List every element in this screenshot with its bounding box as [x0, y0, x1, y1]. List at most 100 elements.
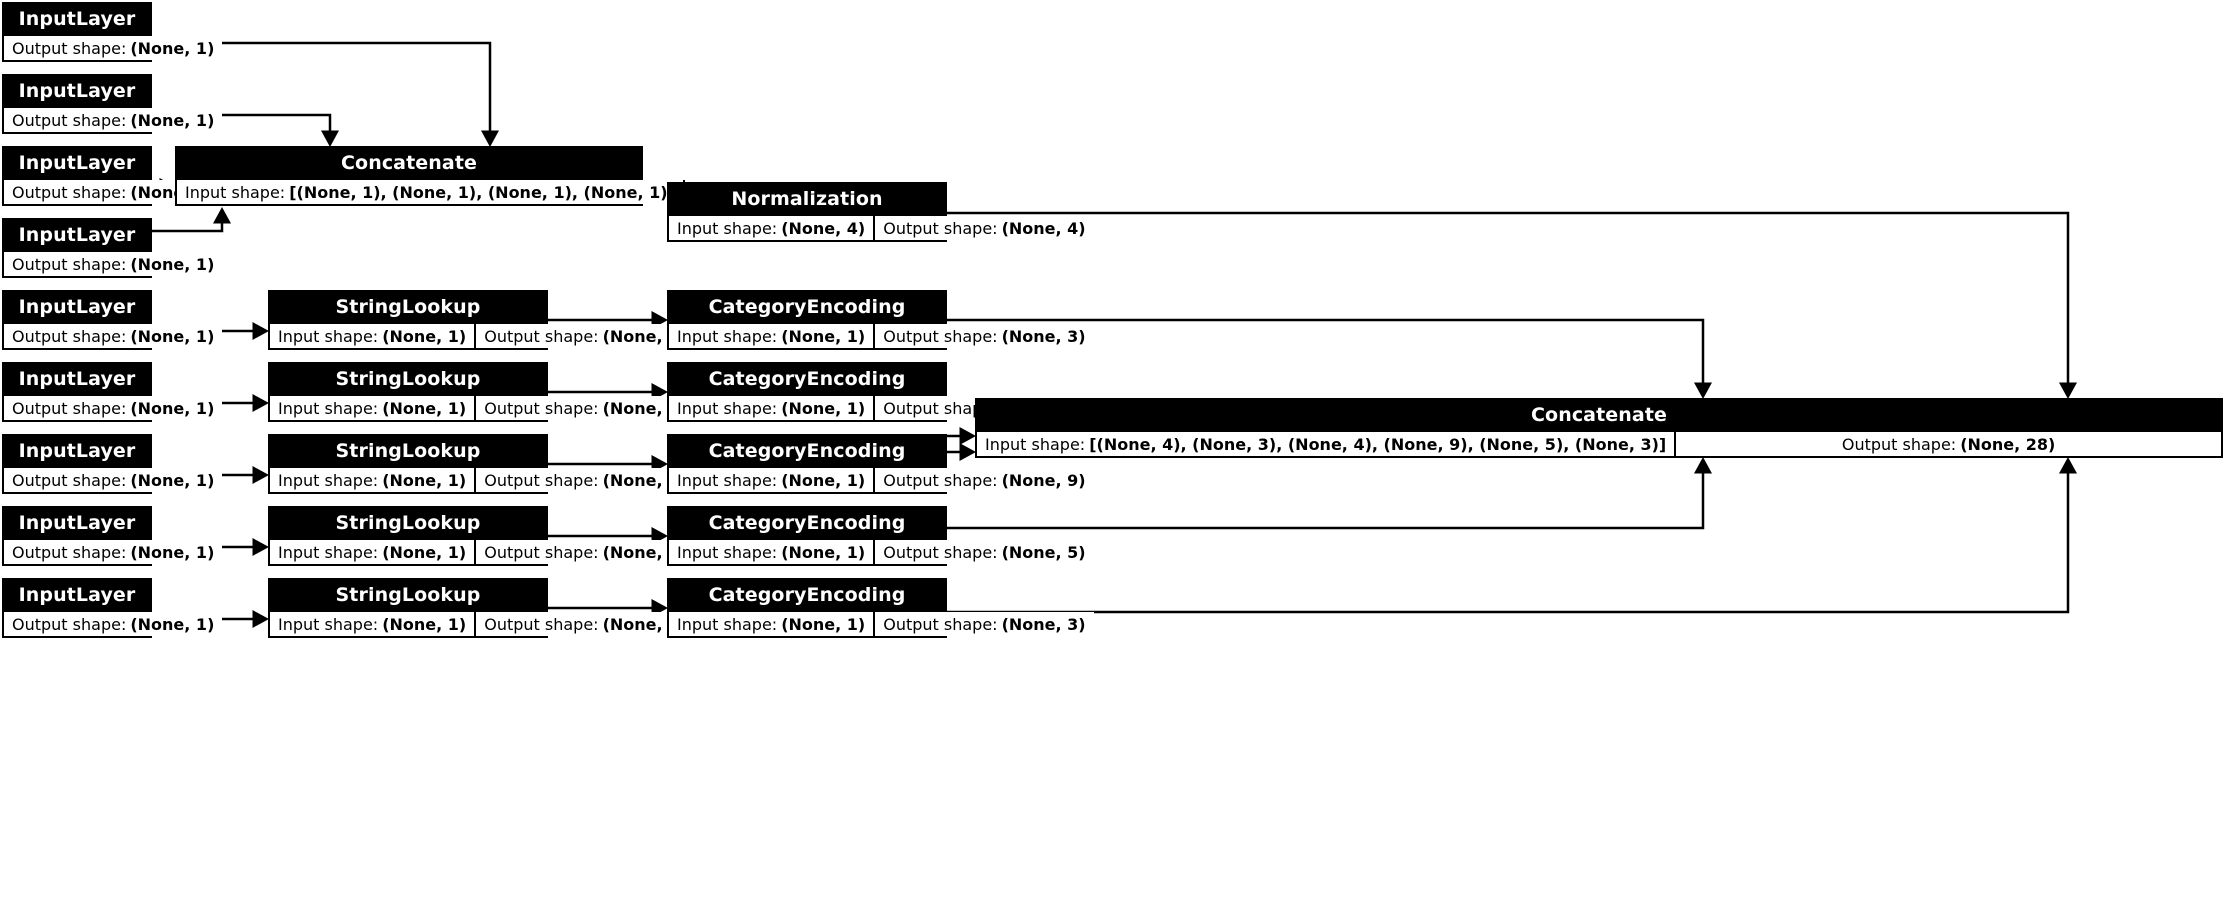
edge-catenc_2-to-concat_all: [947, 427, 976, 445]
output-shape-cell-input_6: Output shape:(None, 1): [4, 396, 223, 420]
node-title-concat_num: Concatenate: [177, 148, 641, 178]
shape-value: (None, 1): [130, 254, 215, 274]
shape-label: Output shape:: [484, 326, 599, 346]
edge-arrowhead: [2059, 457, 2077, 474]
output-shape-cell-input_8: Output shape:(None, 1): [4, 540, 223, 564]
output-shape-cell-input_2: Output shape:(None, 1): [4, 108, 223, 132]
input-shape-cell-concat_all: Input shape:[(None, 4), (None, 3), (None…: [977, 432, 1675, 456]
node-body-catenc_4: Input shape:(None, 1)Output shape:(None,…: [669, 538, 1094, 564]
shape-label: Output shape:: [883, 470, 998, 490]
output-shape-cell-catenc_1: Output shape:(None, 3): [873, 324, 1094, 348]
edge-input_4-to-concat_num: [152, 207, 231, 233]
edge-catenc_5-to-concat_all: [947, 457, 2077, 614]
output-shape-cell-catenc_3: Output shape:(None, 9): [873, 468, 1094, 492]
shape-label: Input shape:: [185, 182, 286, 202]
output-shape-cell-strlookup_1: Output shape:(None, 1): [474, 324, 695, 348]
shape-value: (None, 1): [781, 326, 866, 346]
node-title-strlookup_4: StringLookup: [270, 508, 546, 538]
shape-value: (None, 1): [602, 542, 687, 562]
shape-value: (None, 1): [130, 38, 215, 58]
shape-value: (None, 1): [382, 542, 467, 562]
shape-value: (None, 1): [602, 326, 687, 346]
node-title-concat_all: Concatenate: [977, 400, 2221, 430]
edge-arrowhead: [213, 207, 231, 224]
edge-arrowhead: [252, 466, 269, 484]
input-shape-cell-catenc_5: Input shape:(None, 1): [669, 612, 874, 636]
shape-value: (None, 1): [382, 470, 467, 490]
shape-value: (None, 1): [602, 470, 687, 490]
shape-label: Output shape:: [883, 614, 998, 634]
node-body-strlookup_4: Input shape:(None, 1)Output shape:(None,…: [270, 538, 695, 564]
node-body-input_9: Output shape:(None, 1): [4, 610, 223, 636]
shape-label: Output shape:: [883, 218, 998, 238]
edge-arrowhead: [959, 427, 976, 445]
input-shape-cell-strlookup_1: Input shape:(None, 1): [270, 324, 475, 348]
output-shape-cell-input_1: Output shape:(None, 1): [4, 36, 223, 60]
output-shape-cell-concat_all: Output shape:(None, 28): [1674, 432, 2221, 456]
node-body-input_4: Output shape:(None, 1): [4, 250, 223, 276]
edge-arrowhead: [321, 130, 339, 147]
node-title-catenc_1: CategoryEncoding: [669, 292, 945, 322]
input-shape-cell-catenc_4: Input shape:(None, 1): [669, 540, 874, 564]
node-body-normalization: Input shape:(None, 4)Output shape:(None,…: [669, 214, 1094, 240]
shape-label: Input shape:: [677, 542, 778, 562]
shape-label: Output shape:: [1841, 434, 1957, 454]
node-body-catenc_1: Input shape:(None, 1)Output shape:(None,…: [669, 322, 1094, 348]
node-title-input_6: InputLayer: [4, 364, 150, 394]
edge-line: [152, 210, 224, 233]
edge-arrowhead: [252, 322, 269, 340]
input-shape-cell-catenc_3: Input shape:(None, 1): [669, 468, 874, 492]
edge-arrowhead: [959, 443, 976, 461]
node-body-input_6: Output shape:(None, 1): [4, 394, 223, 420]
node-body-strlookup_3: Input shape:(None, 1)Output shape:(None,…: [270, 466, 695, 492]
output-shape-cell-strlookup_5: Output shape:(None, 1): [474, 612, 695, 636]
input-shape-cell-catenc_2: Input shape:(None, 1): [669, 396, 874, 420]
node-title-catenc_3: CategoryEncoding: [669, 436, 945, 466]
output-shape-cell-input_7: Output shape:(None, 1): [4, 468, 223, 492]
output-shape-cell-catenc_4: Output shape:(None, 5): [873, 540, 1094, 564]
shape-label: Output shape:: [484, 398, 599, 418]
node-body-strlookup_5: Input shape: (None, 1)Output shape:(None,…: [270, 610, 695, 636]
output-shape-cell-input_4: Output shape:(None, 1): [4, 252, 223, 276]
shape-label: Input shape:: [278, 470, 379, 490]
shape-label: Input shape:: [677, 218, 778, 238]
shape-value: (None, 5): [1001, 542, 1086, 562]
node-body-concat_all: Input shape:[(None, 4), (None, 3), (None…: [977, 430, 2221, 456]
shape-label: Input shape:: [278, 614, 379, 634]
edge-arrowhead: [252, 538, 269, 556]
shape-label: Output shape:: [12, 470, 127, 490]
input-shape-cell-concat_num: Input shape:[(None, 1), (None, 1), (None…: [177, 180, 683, 204]
node-body-input_5: Output shape:(None, 1): [4, 322, 223, 348]
shape-value: [(None, 4), (None, 3), (None, 4), (None,…: [1089, 434, 1667, 454]
shape-value: (None, 1): [602, 614, 687, 634]
shape-label: Output shape:: [12, 542, 127, 562]
shape-label: Input shape:: [677, 470, 778, 490]
edge-normalization-to-concat_all: [947, 211, 2077, 399]
input-shape-cell-normalization: Input shape:(None, 4): [669, 216, 874, 240]
edge-line: [947, 460, 2070, 614]
shape-value: (None, 1): [130, 470, 215, 490]
